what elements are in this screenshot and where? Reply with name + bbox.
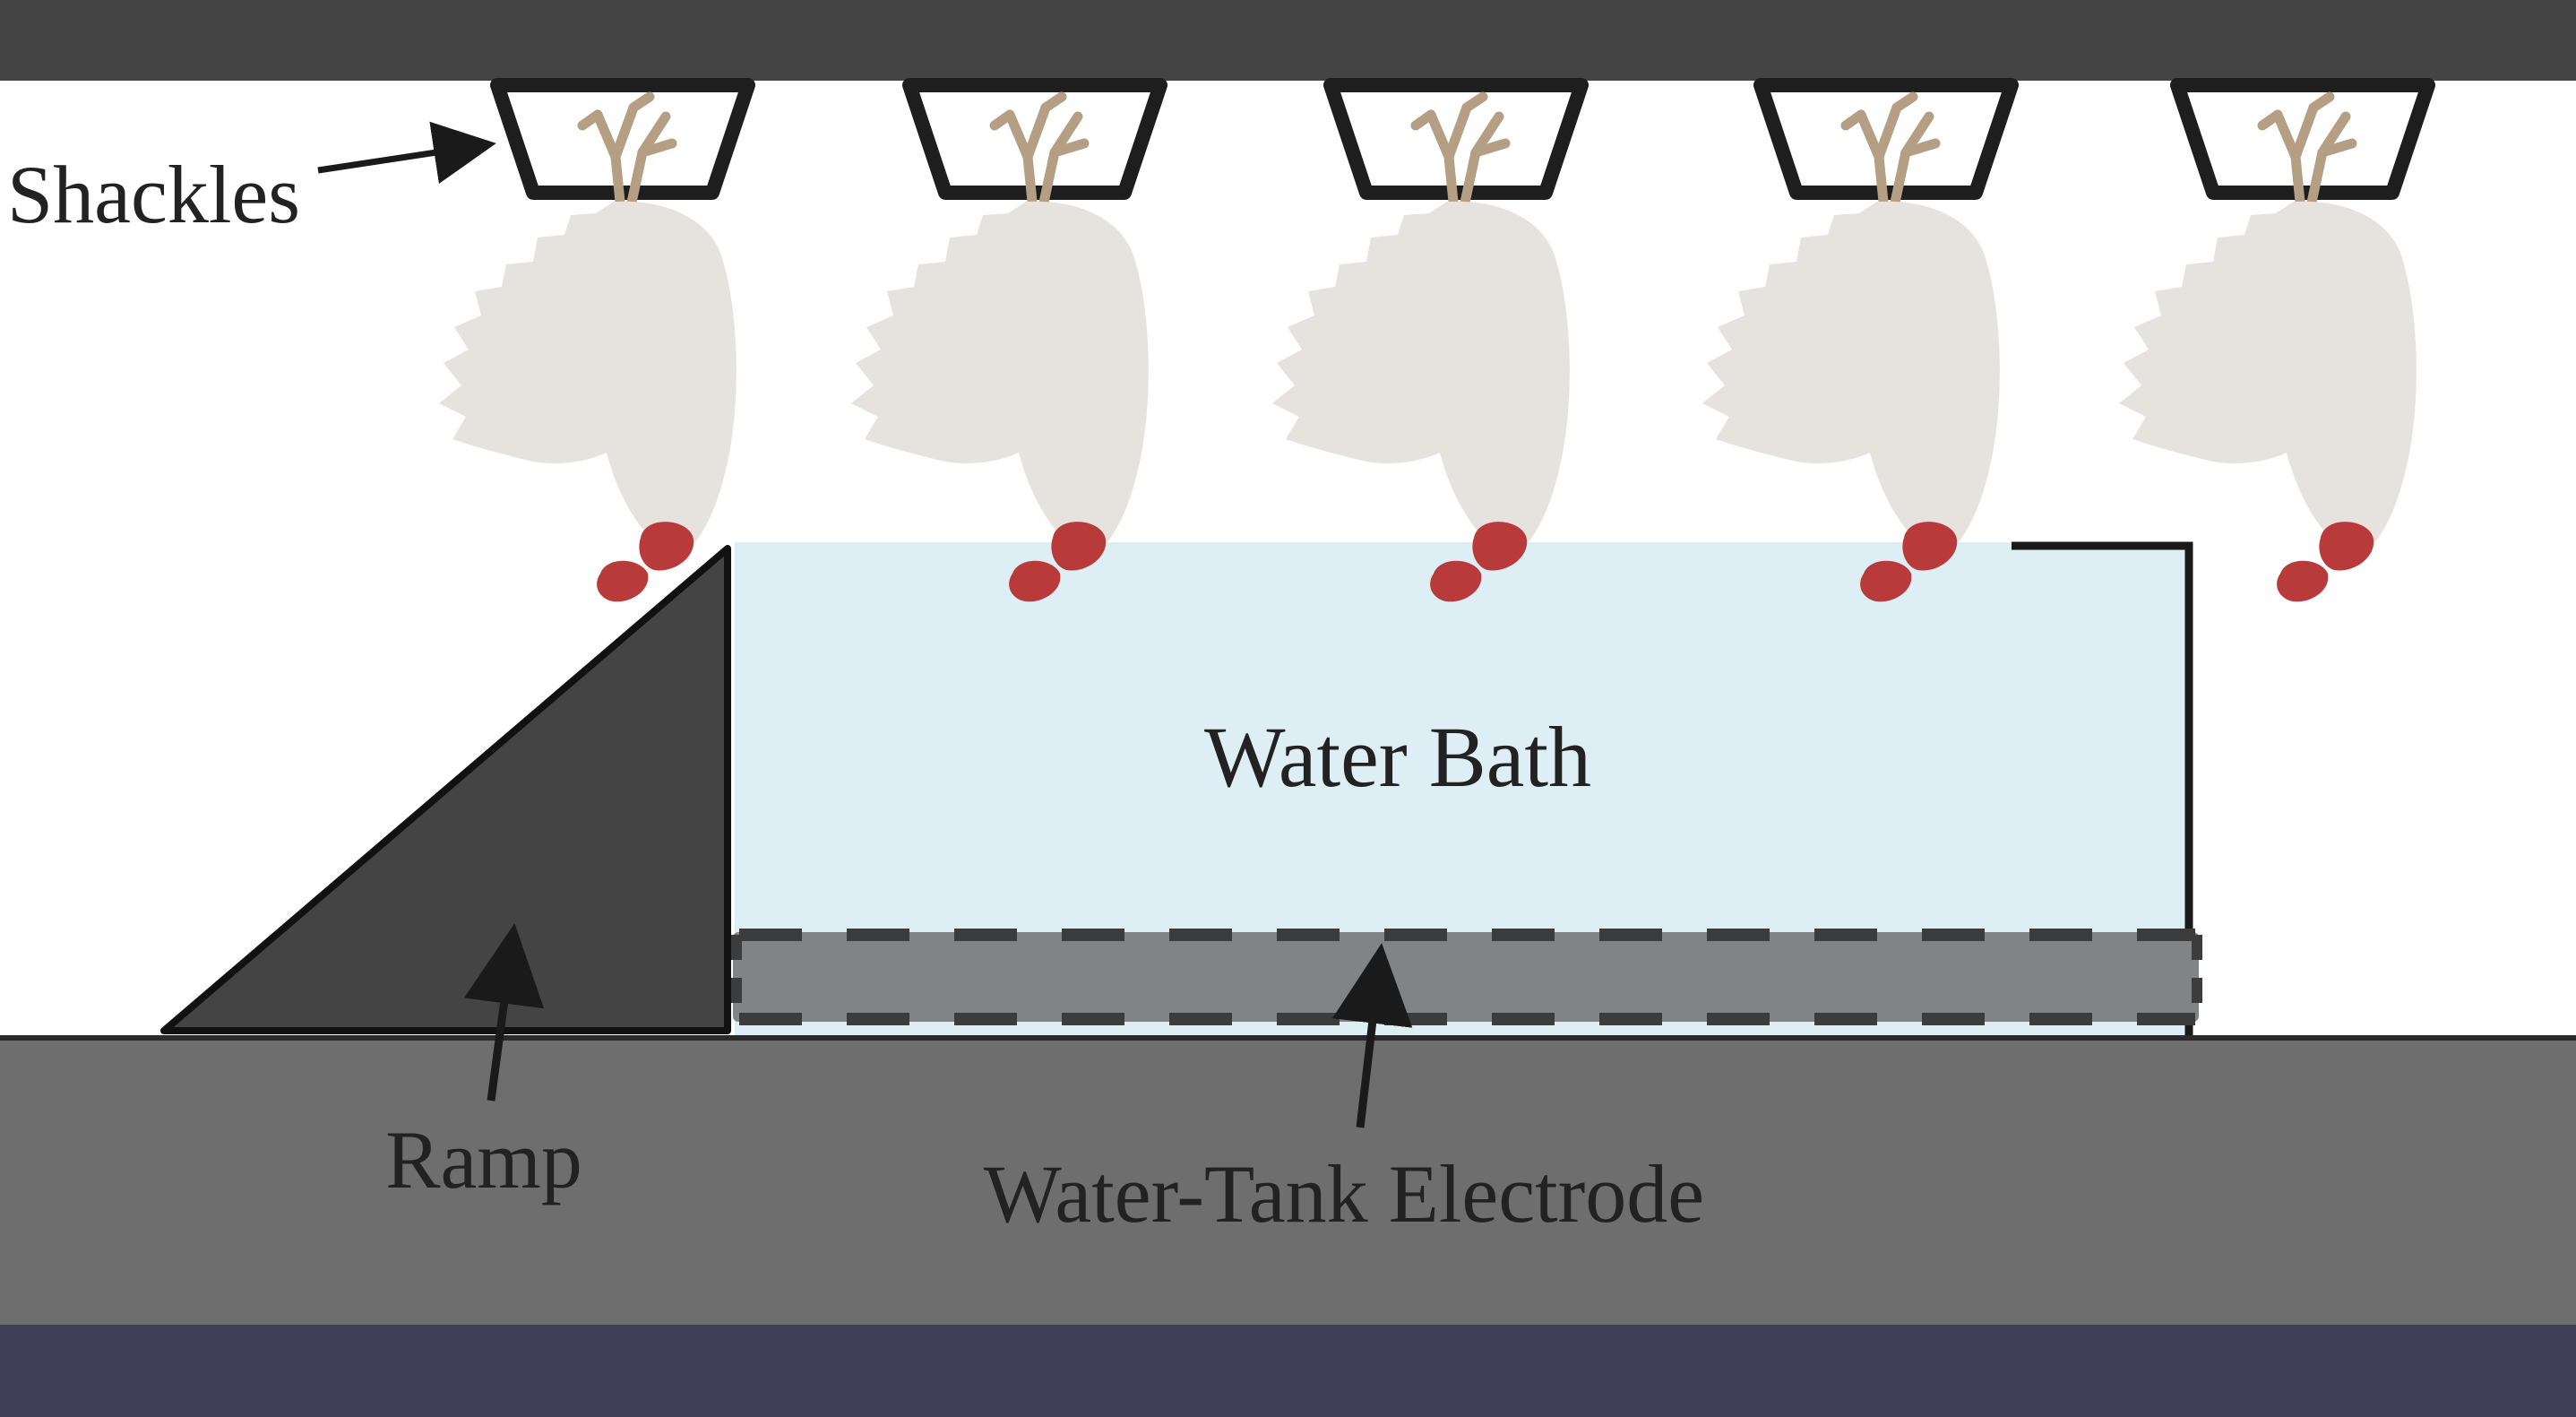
overhead-rail — [0, 0, 2576, 81]
shackle-icon — [1753, 78, 2019, 200]
footer-bar — [0, 1325, 2576, 1417]
shackle-icon — [902, 78, 1167, 200]
shackle-icon — [490, 78, 755, 200]
water-tank-electrode — [731, 929, 2202, 1025]
electrode-arrow — [1331, 943, 1413, 1128]
shackled-bird-icon — [851, 78, 1167, 602]
water-bath-label: Water Bath — [1204, 709, 1591, 805]
floor — [0, 1038, 2576, 1325]
ramp-arrow — [463, 923, 545, 1102]
shackle-icon — [2170, 78, 2435, 200]
ramp-label: Ramp — [385, 1114, 582, 1205]
shackled-bird-icon — [1702, 78, 2019, 602]
shackled-bird-icon — [2119, 78, 2435, 602]
electrode-label: Water-Tank Electrode — [984, 1148, 1704, 1240]
tank-right-wall — [2012, 541, 2193, 1035]
shackle-icon — [1323, 78, 1589, 200]
ramp — [160, 545, 731, 1034]
shackle-line — [439, 78, 2435, 602]
shackled-bird-icon — [1272, 78, 1589, 602]
shackles-label: Shackles — [7, 149, 300, 240]
shackled-bird-icon — [439, 78, 755, 602]
shackles-arrow — [317, 121, 496, 184]
